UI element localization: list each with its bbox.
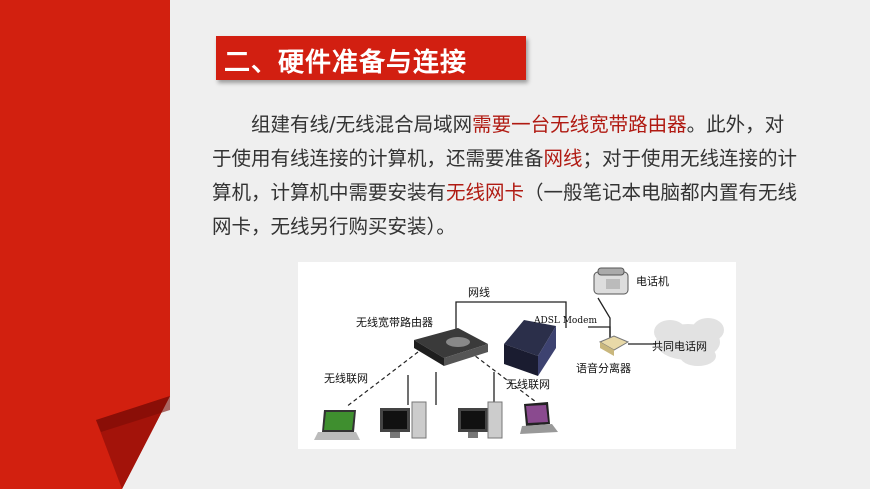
paragraph-text-3: ；对于使用无线连接的计算机，计算机中需要安装有: [212, 147, 798, 204]
paragraph-text-2: 。此外，对于使用有线连接的计算机，还需要准备: [212, 113, 785, 170]
modem-label: ADSL Modem: [534, 316, 597, 326]
telephone-device: [593, 267, 629, 295]
adsl-modem-device: [504, 320, 556, 376]
highlight-wireless-card: 无线网卡: [446, 181, 525, 204]
network-diagram: 网线 无线宽带路由器 ADSL Modem 电话机 语音分离器 共同电话网 无线…: [298, 262, 736, 449]
phone-label: 电话机: [636, 275, 669, 288]
splitter-label: 语音分离器: [576, 362, 631, 375]
network-diagram-graphic: [314, 267, 724, 440]
body-paragraph: 组建有线/无线混合局域网需要一台无线宽带路由器。此外，对于使用有线连接的计算机，…: [212, 108, 802, 244]
decorative-red-band: [0, 0, 170, 489]
section-title-bar: 二、硬件准备与连接: [216, 36, 526, 80]
desktop-pc-2: [458, 401, 503, 439]
paragraph-indent: [212, 113, 251, 136]
phone-network-label: 共同电话网: [652, 340, 707, 353]
desktop-pc-1: [380, 401, 427, 439]
highlight-cable: 网线: [543, 147, 583, 170]
paragraph-text-1: 组建有线/无线混合局域网: [251, 113, 473, 136]
router-label: 无线宽带路由器: [356, 316, 433, 329]
wireless-label-left: 无线联网: [324, 372, 368, 385]
paragraph-text-4: （一般笔记本电脑都内置有无线网卡，无线另行购买安装）。: [212, 181, 798, 238]
splitter-device: [598, 335, 630, 356]
cable-label: 网线: [468, 286, 490, 299]
highlight-router: 需要一台无线宽带路由器: [472, 113, 687, 136]
router-device: [414, 328, 488, 366]
wireless-label-right: 无线联网: [506, 378, 550, 391]
phone-network-cloud: [654, 318, 724, 366]
laptop-left: [314, 410, 360, 440]
laptop-right: [520, 402, 558, 434]
section-title: 二、硬件准备与连接: [224, 48, 468, 78]
